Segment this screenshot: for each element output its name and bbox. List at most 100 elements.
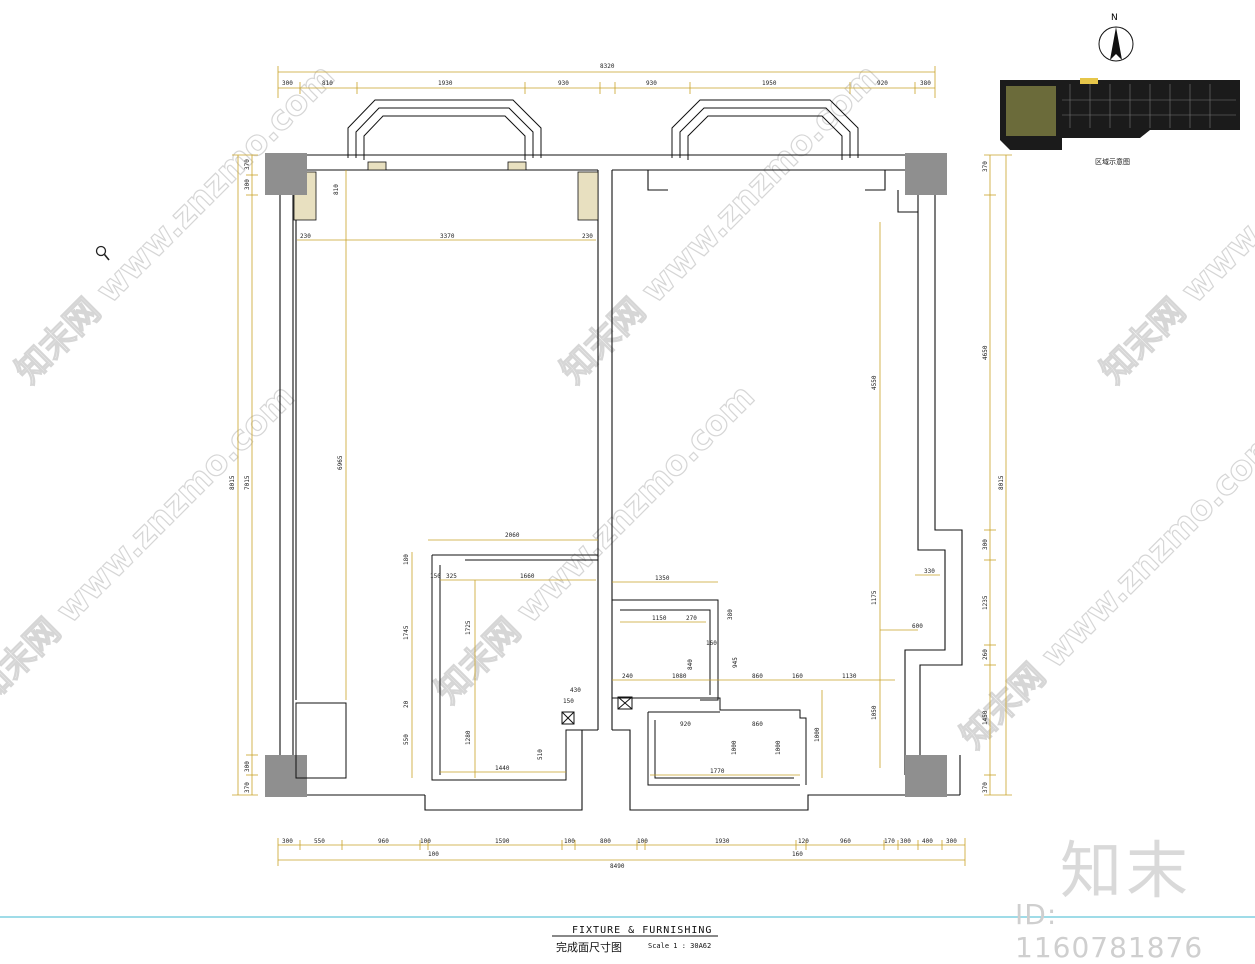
bath-left-side-2: 325 xyxy=(446,573,457,580)
right-dim-labels: 8015 370 4650 300 1235 260 1450 370 xyxy=(982,161,1005,793)
right-chain-1: 370 xyxy=(982,161,989,172)
top-dim-7: 920 xyxy=(877,80,888,87)
right-outer: 8015 xyxy=(998,475,1005,490)
bottom-dim-6: 100 xyxy=(564,838,575,845)
right-room-height: 4550 xyxy=(871,375,878,390)
bath-right-low: 1770 xyxy=(710,768,725,775)
top-dim-5: 930 xyxy=(646,80,657,87)
left-room-side-2: 230 xyxy=(582,233,593,240)
bottom-dim-1: 300 xyxy=(282,838,293,845)
watermark-layer: 知末网 www.znzmo.com 知末网 www.znzmo.com 知末网 … xyxy=(0,56,1255,757)
bath-right-height4: 1000 xyxy=(814,727,821,742)
right-chain-6: 1450 xyxy=(982,710,989,725)
key-plan-caption: 区域示意图 xyxy=(1095,158,1130,166)
bath-left-small-1: 430 xyxy=(570,687,581,694)
bath-left-small-2: 150 xyxy=(563,698,574,705)
bath-right-height2: 1000 xyxy=(731,740,738,755)
bath-left-chain-3: 20 xyxy=(403,700,410,708)
bottom-dim-12: 170 xyxy=(884,838,895,845)
bath-left-height2: 1280 xyxy=(465,730,472,745)
left-chain-3: 300 xyxy=(244,761,251,772)
right-chain-3: 300 xyxy=(982,539,989,550)
left-dimensions xyxy=(232,154,258,796)
top-dim-labels: 8320 300 810 1930 930 930 1950 920 380 xyxy=(282,63,931,87)
drawing-title-cn: 完成面尺寸图 xyxy=(556,941,622,954)
left-chain-2: 300 xyxy=(244,179,251,190)
bath-right-row-3: 860 xyxy=(752,673,763,680)
bath-right-small-3: 380 xyxy=(727,609,734,620)
bottom-dimensions xyxy=(277,838,966,866)
columns xyxy=(265,153,947,797)
left-chain-4: 370 xyxy=(244,782,251,793)
bath-left-chain-1: 180 xyxy=(403,554,410,565)
bottom-dim-10: 120 xyxy=(798,838,809,845)
top-dim-2: 810 xyxy=(322,80,333,87)
left-inner: 7015 xyxy=(244,475,251,490)
watermark-diag-6: 知末网 www.znzmo.com xyxy=(953,422,1255,757)
top-dim-6: 1950 xyxy=(762,80,777,87)
right-dimensions xyxy=(984,154,1012,796)
bath-right-width4: 860 xyxy=(752,721,763,728)
bottom-dim-7: 800 xyxy=(600,838,611,845)
right-room-mid: 1175 xyxy=(871,590,878,605)
left-outer: 8015 xyxy=(229,475,236,490)
scale-text: Scale 1 : 30A62 xyxy=(648,942,712,950)
bottom-dim-5: 1590 xyxy=(495,838,510,845)
bath-right-width2: 1150 xyxy=(652,615,667,622)
right-room-low: 1050 xyxy=(871,705,878,720)
bottom-total: 8490 xyxy=(610,863,625,870)
left-room-height: 6965 xyxy=(337,455,344,470)
bath-right-height: 840 xyxy=(687,659,694,670)
north-arrow: N xyxy=(1098,13,1134,62)
bottom-dim-15: 300 xyxy=(946,838,957,845)
bottom-dim-labels: 300 550 960 100 1590 100 800 100 1930 12… xyxy=(282,838,957,870)
right-chain-2: 4650 xyxy=(982,345,989,360)
north-label: N xyxy=(1111,13,1118,23)
right-chain-5: 260 xyxy=(982,649,989,660)
bath-left-chain-4: 550 xyxy=(403,734,410,745)
top-dimensions xyxy=(277,66,936,98)
bath-right-row-2: 1080 xyxy=(672,673,687,680)
watermark-id: ID: 1160781876 xyxy=(1015,898,1204,964)
bottom-dim-4: 100 xyxy=(420,838,431,845)
bottom-dim-11: 960 xyxy=(840,838,851,845)
bath-right-width3: 920 xyxy=(680,721,691,728)
bath-left-width: 2060 xyxy=(505,532,520,539)
bottom-dim-2: 550 xyxy=(314,838,325,845)
bottom-sub-2: 160 xyxy=(792,851,803,858)
bottom-dim-9: 1930 xyxy=(715,838,730,845)
right-bathroom xyxy=(612,599,807,786)
bath-left-low: 1440 xyxy=(495,765,510,772)
bath-left-width2: 1660 xyxy=(520,573,535,580)
bottom-sub-1: 100 xyxy=(428,851,439,858)
top-dim-3: 1930 xyxy=(438,80,453,87)
bath-left-height: 1725 xyxy=(465,620,472,635)
bottom-dim-8: 100 xyxy=(637,838,648,845)
left-bathroom xyxy=(295,554,598,781)
bath-right-small-2: 160 xyxy=(706,640,717,647)
interior-dim-labels: 230 3370 230 810 6965 4550 1175 1050 330… xyxy=(300,184,935,775)
watermark-brand: 知末 xyxy=(1060,834,1193,907)
right-notch-2: 600 xyxy=(912,623,923,630)
left-chain-1: 370 xyxy=(244,159,251,170)
bath-right-height3: 1000 xyxy=(775,740,782,755)
watermark-diag-5: 知末网 www.znzmo.com xyxy=(428,377,763,712)
magnifier-icon[interactable] xyxy=(95,245,111,263)
bath-left-chain-2: 1745 xyxy=(403,625,410,640)
interior-dimension-lines xyxy=(297,170,940,778)
drawing-title-en: FIXTURE & FURNISHING xyxy=(572,925,713,936)
left-small-top: 810 xyxy=(333,184,340,195)
bottom-dim-13: 300 xyxy=(900,838,911,845)
bath-right-row-4: 160 xyxy=(792,673,803,680)
bath-right-small-1: 270 xyxy=(686,615,697,622)
right-chain-4: 1235 xyxy=(982,595,989,610)
right-notch-1: 330 xyxy=(924,568,935,575)
key-plan xyxy=(1000,78,1240,150)
bay-windows xyxy=(347,99,859,160)
top-dim-4: 930 xyxy=(558,80,569,87)
walls xyxy=(279,154,963,811)
bath-left-side-1: 150 xyxy=(430,573,441,580)
watermark-diag-4: 知末网 www.znzmo.com xyxy=(0,377,303,712)
bottom-dim-14: 400 xyxy=(922,838,933,845)
